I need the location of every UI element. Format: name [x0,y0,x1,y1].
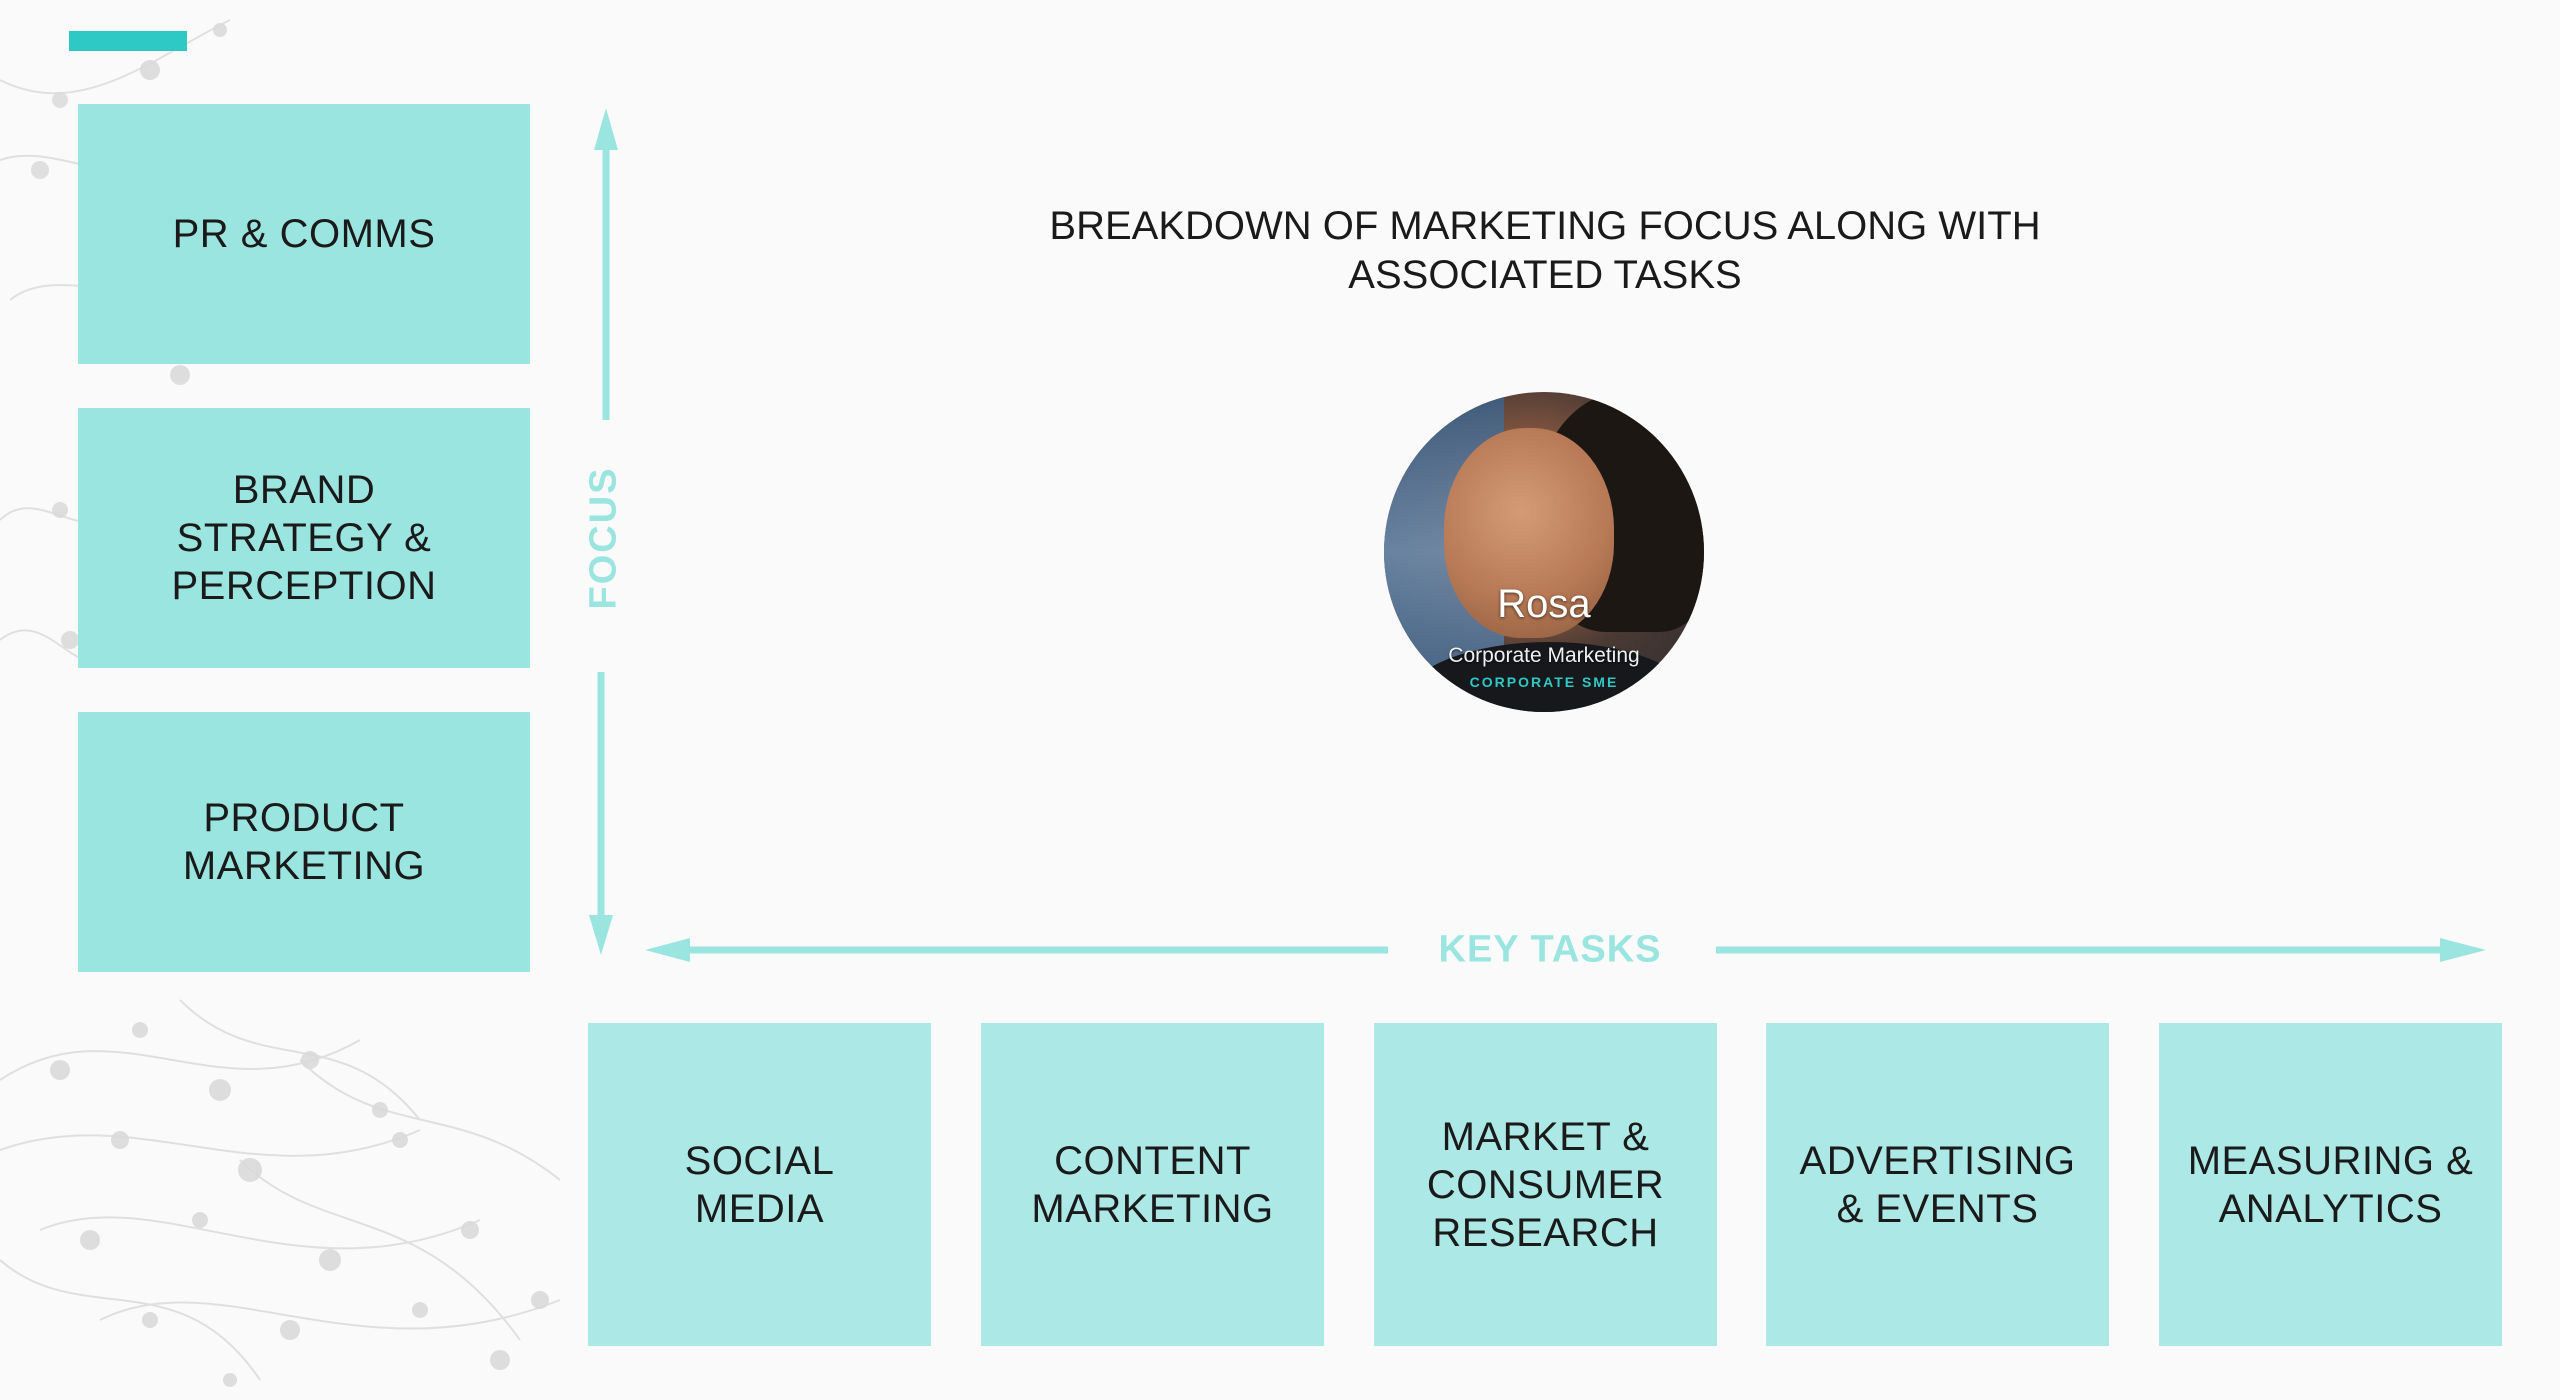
task-box-social-media: SOCIAL MEDIA [588,1023,931,1346]
key-tasks-axis-label: KEY TASKS [1438,928,1662,971]
persona-role: Corporate Marketing [1448,644,1640,667]
focus-box-brand-strategy: BRAND STRATEGY & PERCEPTION [78,408,530,668]
tasks-arrow-left-head [645,938,690,962]
focus-arrow-down-head [589,915,613,955]
focus-box-pr-comms: PR & COMMS [78,104,530,364]
accent-bar [69,31,187,51]
key-tasks-axis-arrow [645,938,2486,962]
focus-box-product-marketing: PRODUCT MARKETING [78,712,530,972]
focus-axis-label: FOCUS [582,466,625,610]
focus-arrow-up-head [594,108,618,150]
task-box-measuring-analytics: MEASURING & ANALYTICS [2159,1023,2502,1346]
task-box-advertising-events: ADVERTISING & EVENTS [1766,1023,2109,1346]
avatar-face [1444,428,1614,638]
task-box-market-research: MARKET & CONSUMER RESEARCH [1374,1023,1717,1346]
task-box-content-marketing: CONTENT MARKETING [981,1023,1324,1346]
persona-tag: CORPORATE SME [1469,674,1619,690]
focus-axis-arrow [589,108,618,955]
tasks-arrow-right-head [2440,938,2486,962]
persona-name: Rosa [1497,582,1591,626]
diagram-title: BREAKDOWN OF MARKETING FOCUS ALONG WITH … [1049,204,2041,297]
persona-avatar: Rosa Corporate Marketing CORPORATE SME [1384,392,1704,712]
